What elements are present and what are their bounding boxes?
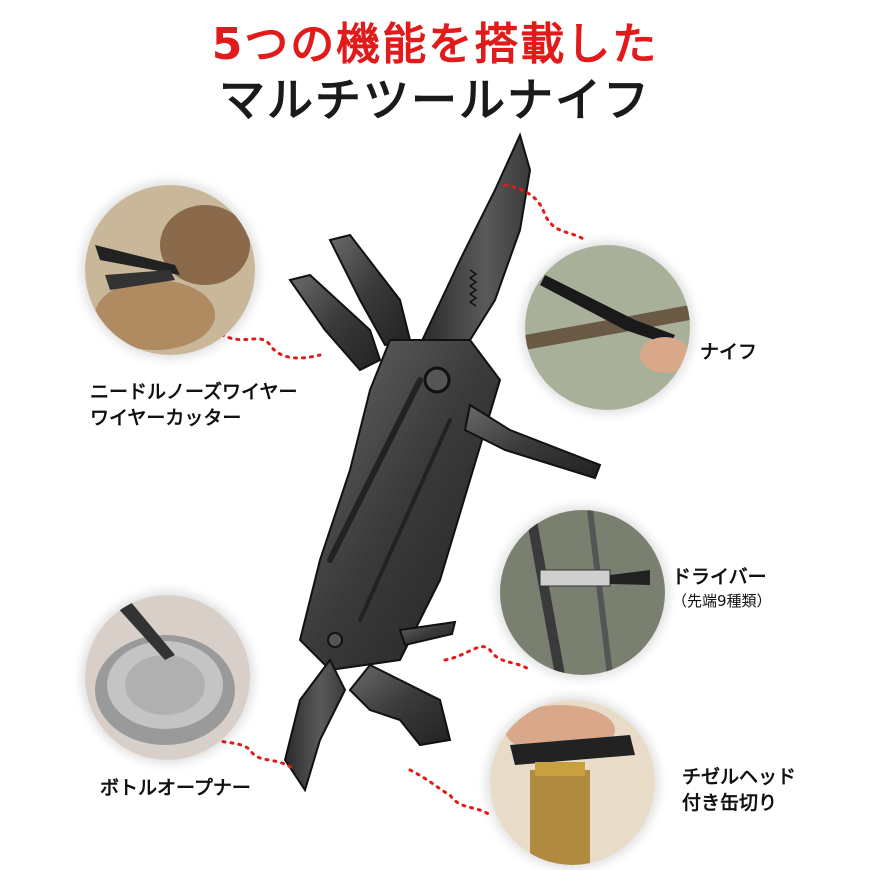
knife-photo bbox=[525, 245, 690, 410]
arrow-pliers bbox=[213, 328, 322, 360]
screwdriver-bit bbox=[463, 403, 602, 480]
label-pliers-line-2: ワイヤーカッター bbox=[90, 406, 242, 429]
pivot-screw bbox=[327, 632, 343, 648]
label-driver-line-2: （先端9種類） bbox=[672, 591, 772, 610]
opener-photo bbox=[85, 595, 250, 760]
arrow-knife bbox=[503, 183, 587, 242]
label-knife-line-1: ナイフ bbox=[700, 341, 758, 363]
headline-line-1: 5つの機能を搭載した bbox=[211, 19, 659, 70]
arrow-driver bbox=[443, 645, 532, 672]
knife-serration bbox=[468, 269, 478, 307]
label-pliers: ニードルノーズワイヤー ワイヤーカッター bbox=[90, 380, 297, 431]
pivot-screw bbox=[423, 366, 451, 394]
lower-blade bbox=[283, 658, 347, 793]
label-driver: ドライバー （先端9種類） bbox=[672, 565, 772, 611]
arrow-chisel bbox=[408, 768, 492, 817]
driver-photo bbox=[500, 510, 665, 675]
pliers-photo bbox=[85, 185, 255, 355]
label-chisel: チゼルヘッド 付き缶切り bbox=[682, 765, 796, 816]
label-chisel-line-2: 付き缶切り bbox=[682, 791, 778, 814]
handle-groove bbox=[358, 418, 452, 622]
label-opener: ボトルオープナー bbox=[100, 776, 251, 802]
pliers-jaw-left bbox=[288, 273, 382, 372]
headline-line-2: マルチツールナイフ bbox=[219, 73, 651, 127]
label-opener-line-1: ボトルオープナー bbox=[100, 777, 251, 799]
label-chisel-line-1: チゼルヘッド bbox=[682, 766, 797, 788]
chisel-photo bbox=[490, 700, 655, 865]
bottle-opener bbox=[348, 663, 452, 747]
label-knife: ナイフ bbox=[700, 340, 757, 366]
label-pliers-line-1: ニードルノーズワイヤー bbox=[90, 381, 298, 403]
handle-groove bbox=[327, 377, 423, 563]
label-driver-line-1: ドライバー bbox=[672, 566, 767, 588]
file-tool bbox=[398, 620, 457, 647]
